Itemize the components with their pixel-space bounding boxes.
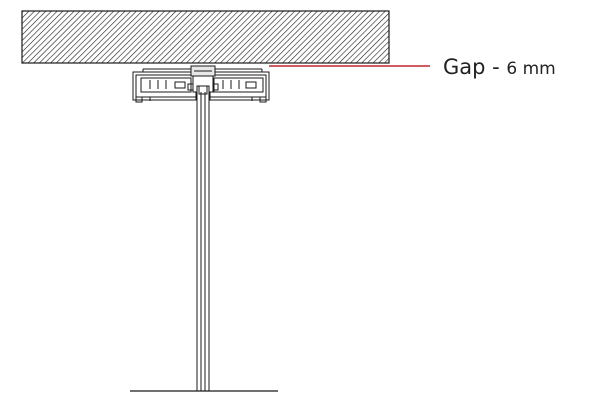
glass-panel: [196, 85, 210, 392]
gap-callout-label: Gap - 6 mm: [443, 55, 556, 79]
gap-callout-prefix: Gap -: [443, 55, 506, 79]
gap-callout-value: 6 mm: [506, 59, 555, 79]
ceiling-slab: [21, 10, 390, 64]
